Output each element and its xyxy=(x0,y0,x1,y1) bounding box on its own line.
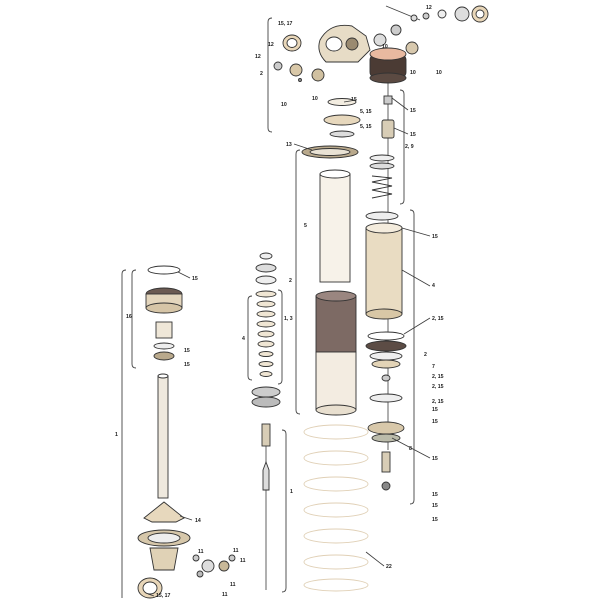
label-15-f: 15 xyxy=(432,419,438,425)
label-11-c: 11 xyxy=(240,558,246,564)
label-4-mid: 4 xyxy=(242,336,245,342)
label-15-c: 15 xyxy=(410,132,416,138)
knurled-body-part xyxy=(315,295,357,353)
label-15-i: 15 xyxy=(432,503,438,509)
label-12-top-right: 12 xyxy=(426,5,432,11)
label-15-g: 15 xyxy=(432,456,438,462)
label-5: 5 xyxy=(304,223,307,229)
label-2: 2 xyxy=(289,278,292,284)
label-1-3: 1, 3 xyxy=(284,316,293,322)
label-2-15-d: 2, 15 xyxy=(432,399,444,405)
label-15-h: 15 xyxy=(432,492,438,498)
label-8: 8 xyxy=(409,446,412,452)
label-2-15-a: 2, 15 xyxy=(432,316,444,322)
damper-shaft-part xyxy=(157,375,169,499)
eyelet-part xyxy=(143,501,185,523)
label-15-left-a: 15 xyxy=(192,276,198,282)
label-10-b: 10 xyxy=(312,96,318,102)
label-1-mid: 1 xyxy=(290,489,293,495)
leader-lines xyxy=(147,97,431,597)
label-11-d: 11 xyxy=(230,582,236,588)
washer-part xyxy=(273,61,283,71)
label-11-a: 11 xyxy=(198,549,204,555)
label-2-9: 2, 9 xyxy=(405,144,414,150)
label-12-b: 12 xyxy=(255,54,261,60)
label-13: 13 xyxy=(286,142,292,148)
label-15-17-top: 15, 17 xyxy=(278,21,293,27)
label-16: 16 xyxy=(126,314,132,320)
label-11-e: 11 xyxy=(222,592,228,598)
inner-tube-part xyxy=(319,173,351,283)
label-2-15-c: 2, 15 xyxy=(432,384,444,390)
right-column-parts xyxy=(295,82,415,592)
label-10-e: 10 xyxy=(436,70,442,76)
label-15-d: 15 xyxy=(432,234,438,240)
label-14: 14 xyxy=(195,518,201,524)
small-spring-part xyxy=(371,175,393,199)
label-15-j: 15 xyxy=(432,517,438,523)
part-labels: 12 15, 17 12 12 2 10 10 10 10 10 15 15 5… xyxy=(115,5,444,599)
label-15-e: 15 xyxy=(432,407,438,413)
label-2-b: 2 xyxy=(424,352,427,358)
left-column-parts xyxy=(121,265,236,599)
label-15-left-c: 15 xyxy=(184,362,190,368)
label-2-15-b: 2, 15 xyxy=(432,374,444,380)
label-10-a: 10 xyxy=(281,102,287,108)
label-4: 4 xyxy=(432,283,435,289)
label-12-a: 12 xyxy=(268,42,274,48)
label-1-left: 1 xyxy=(115,432,118,438)
valve-part xyxy=(381,119,395,139)
shim-stack-part xyxy=(255,290,277,377)
label-15-b: 15 xyxy=(410,108,416,114)
piston-part xyxy=(367,421,405,435)
nut-part xyxy=(289,63,303,77)
main-coil-spring xyxy=(303,424,369,592)
label-10-c: 10 xyxy=(382,44,388,50)
label-5-15-a: 5, 15 xyxy=(360,109,372,115)
label-15-left-b: 15 xyxy=(184,348,190,354)
label-22: 22 xyxy=(386,564,392,570)
label-11-b: 11 xyxy=(233,548,239,554)
label-15-17-bottom: 15, 17 xyxy=(156,593,171,599)
top-assembly xyxy=(273,5,489,84)
main-body-part xyxy=(318,24,371,63)
label-7: 7 xyxy=(432,364,435,370)
air-sleeve-part xyxy=(365,227,403,315)
label-10-d: 10 xyxy=(410,70,416,76)
middle-column-parts xyxy=(247,252,287,593)
label-2-top: 2 xyxy=(260,71,263,77)
label-5-15-b: 5, 15 xyxy=(360,124,372,130)
